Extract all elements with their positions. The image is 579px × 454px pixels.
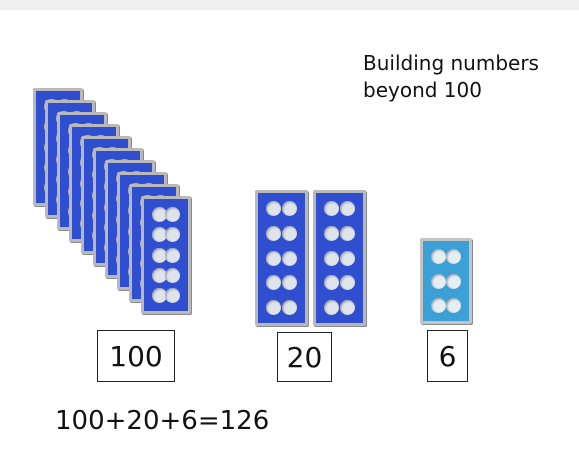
tile-hole: [165, 268, 180, 283]
tile-hole: [324, 226, 339, 241]
tile-hole: [340, 275, 355, 290]
tile-hole: [266, 300, 281, 315]
tile-hole: [165, 207, 180, 222]
group-6-label: 6: [427, 330, 468, 382]
tile-hole: [324, 251, 339, 266]
tile-hole: [282, 201, 297, 216]
numicon-tile-ten: [141, 196, 191, 314]
tile-hole: [446, 274, 461, 289]
tile-hole: [266, 201, 281, 216]
tile-hole: [324, 275, 339, 290]
tile-hole: [165, 248, 180, 263]
tile-hole: [266, 226, 281, 241]
tile-hole: [340, 201, 355, 216]
tile-hole: [340, 300, 355, 315]
tile-hole: [431, 274, 446, 289]
tile-hole: [324, 201, 339, 216]
tile-hole: [165, 227, 180, 242]
tile-hole: [165, 288, 180, 303]
group-20-label: 20: [277, 332, 332, 382]
numicon-tile-ten: [313, 190, 366, 326]
tile-hole: [324, 300, 339, 315]
tile-hole: [282, 251, 297, 266]
tile-hole: [282, 226, 297, 241]
numicon-tile-six: [420, 238, 472, 324]
tile-hole: [446, 298, 461, 313]
tile-hole: [282, 300, 297, 315]
tile-hole: [266, 251, 281, 266]
slide-title: Building numbers beyond 100: [363, 50, 573, 104]
tile-hole: [340, 226, 355, 241]
tile-hole: [282, 275, 297, 290]
tile-hole: [446, 249, 461, 264]
numicon-tile-ten: [255, 190, 308, 326]
tile-hole: [431, 298, 446, 313]
tile-hole: [340, 251, 355, 266]
group-100-label: 100: [97, 330, 175, 382]
tile-hole: [266, 275, 281, 290]
equation-text: 100+20+6=126: [55, 406, 269, 436]
tile-hole: [431, 249, 446, 264]
